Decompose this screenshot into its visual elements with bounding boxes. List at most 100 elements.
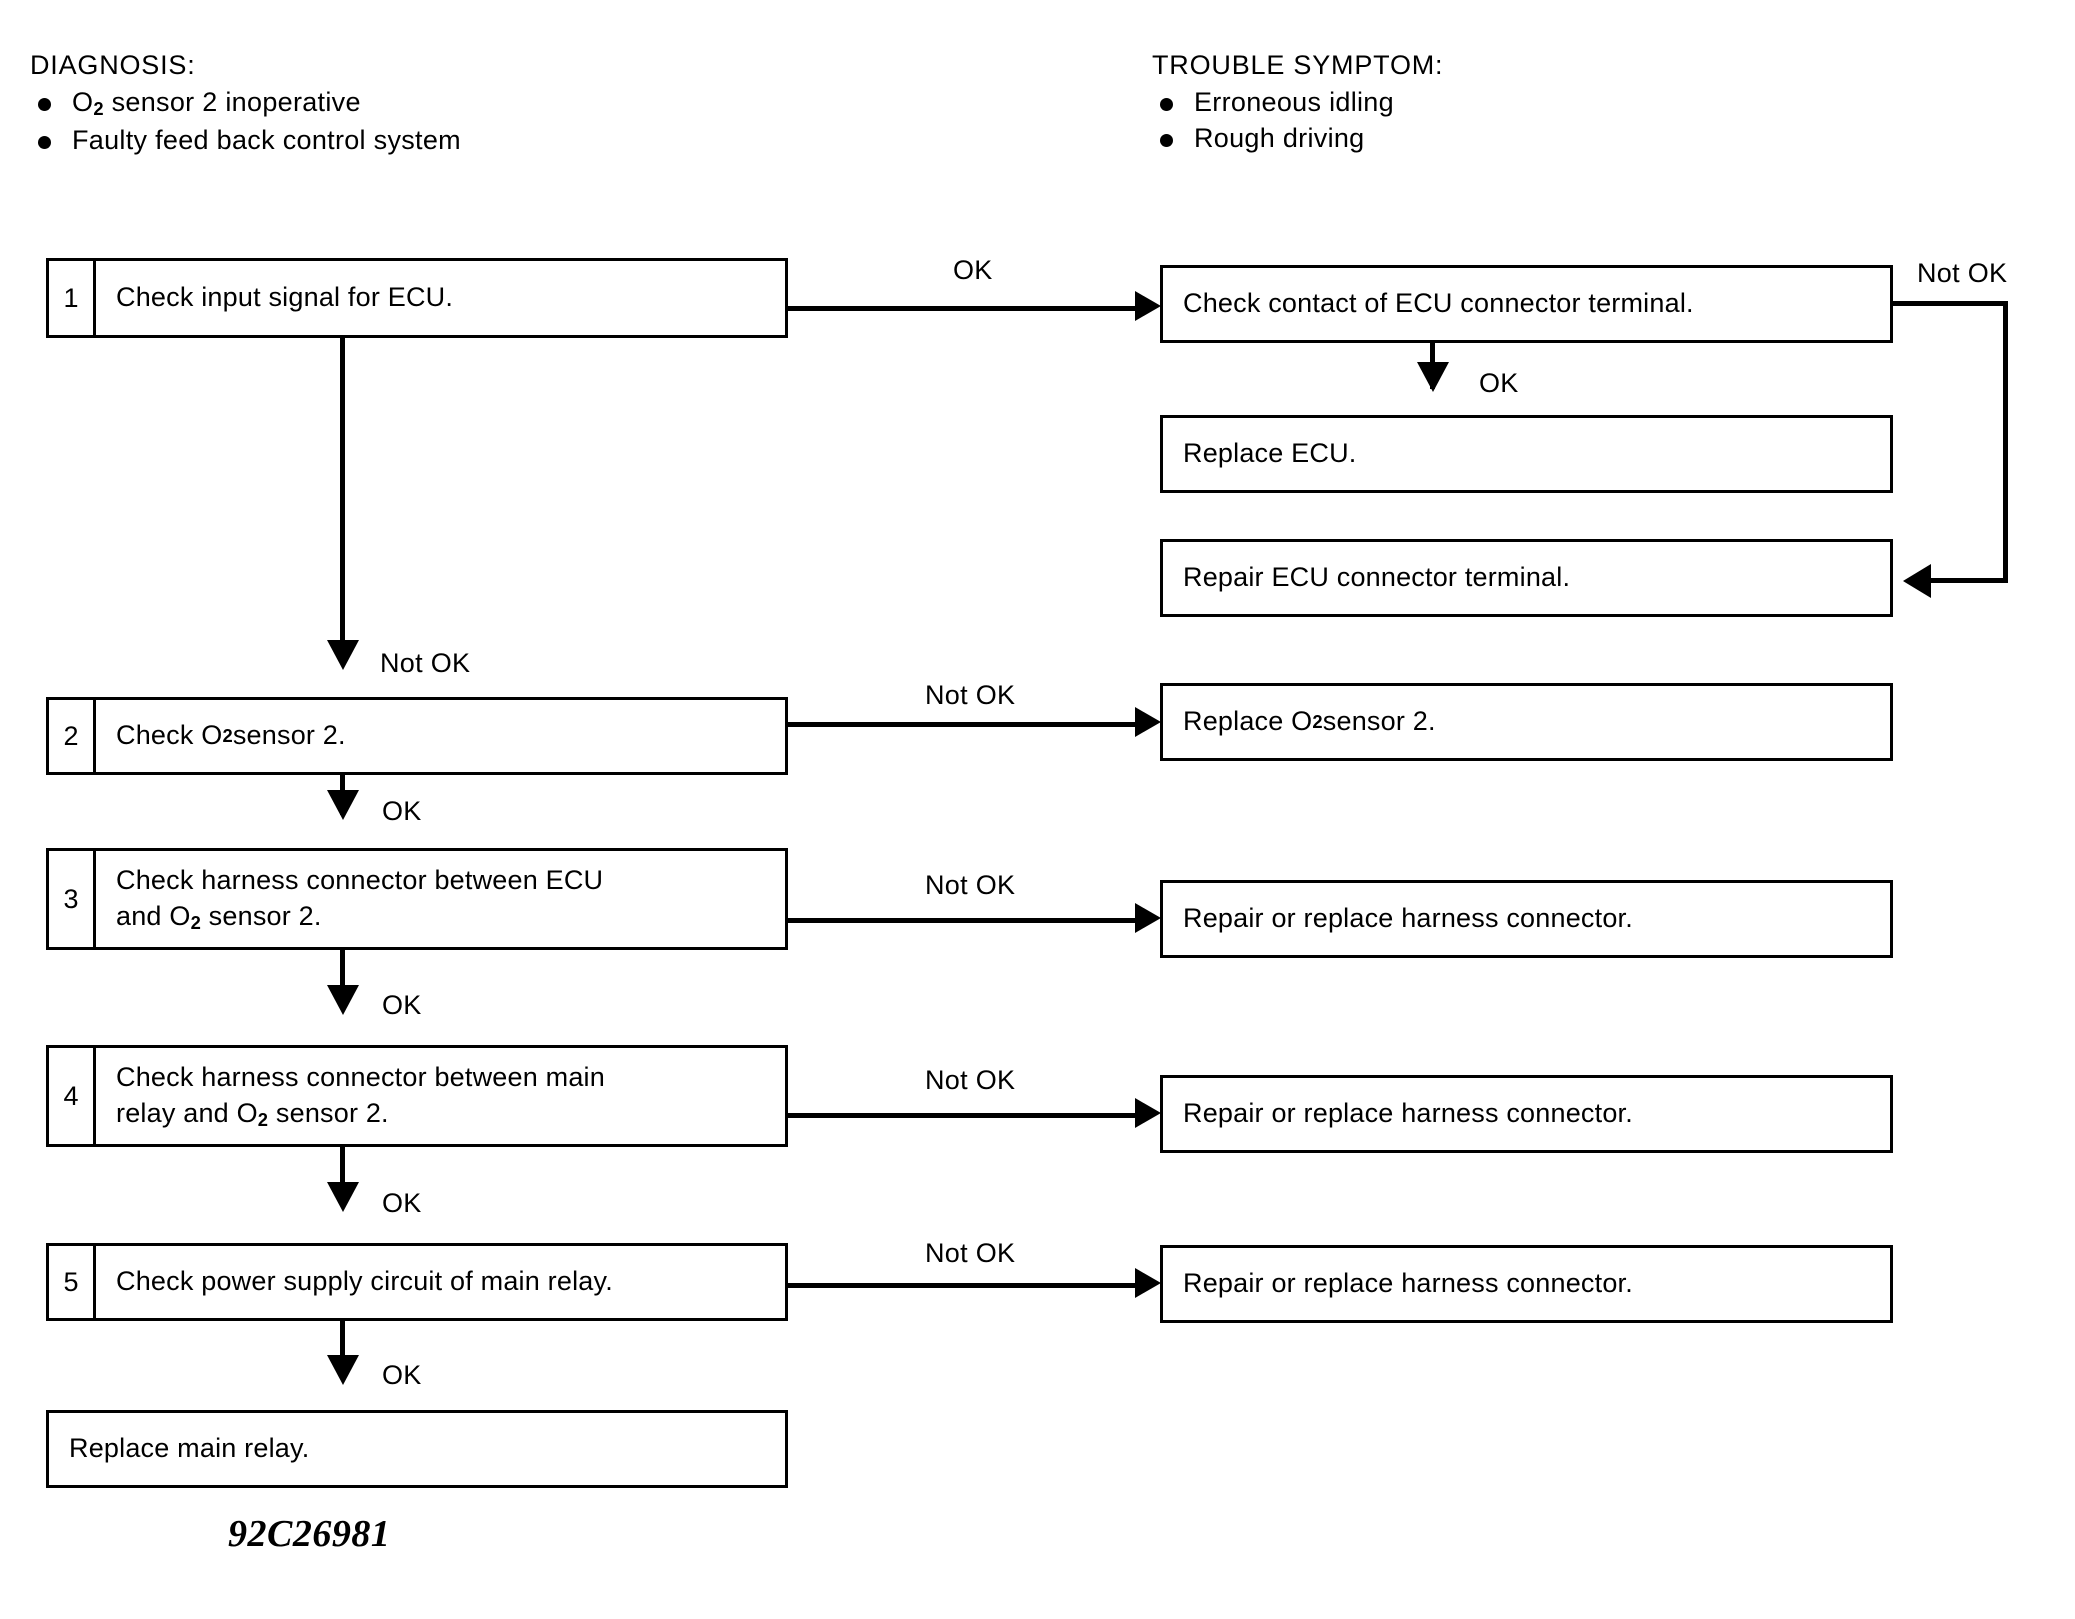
edge-label-step2-ok: OK xyxy=(382,796,422,826)
step-4-text-line1: Check harness connector between main xyxy=(116,1062,605,1093)
step-2-text-post: sensor 2. xyxy=(232,720,346,751)
edge-step3-notok-arrowhead xyxy=(1135,903,1161,933)
diagnosis-item-2-pre: Faulty feed back control system xyxy=(72,125,461,156)
edge-step2-ok-arrowhead xyxy=(327,790,359,820)
bullet-icon xyxy=(38,136,51,150)
replace-ecu-text: Replace ECU. xyxy=(1183,438,1357,469)
edge-label-contact-ok: OK xyxy=(1479,368,1519,398)
trouble-symptom-title: TROUBLE SYMPTOM: xyxy=(1152,50,1444,80)
bullet-icon xyxy=(1160,134,1173,147)
diagnosis-item-1-pre: O xyxy=(72,87,94,117)
edge-step3-ok-arrowhead xyxy=(327,985,359,1015)
edge-label-step4-notok: Not OK xyxy=(925,1065,1016,1095)
step-3-number: 3 xyxy=(49,851,96,947)
step-3-box[interactable]: 3 Check harness connector between ECU an… xyxy=(46,848,788,950)
step-4-box[interactable]: 4 Check harness connector between main r… xyxy=(46,1045,788,1147)
repair-harness-4-text: Repair or replace harness connector. xyxy=(1183,1098,1633,1129)
step-3-text-line2-sub: 2 xyxy=(190,911,201,933)
check-contact-box[interactable]: Check contact of ECU connector terminal. xyxy=(1160,265,1893,343)
replace-o2-sub: 2 xyxy=(1312,710,1323,732)
trouble-symptom-item-1: Erroneous idling xyxy=(1152,89,1443,116)
trouble-symptom-item-2-text: Rough driving xyxy=(1194,123,1365,153)
edge-contact-ok-arrowhead xyxy=(1417,362,1449,392)
edge-label-step1-ok: OK xyxy=(953,255,993,285)
edge-contact-notok-line-vert xyxy=(2003,301,2008,582)
step-4-number: 4 xyxy=(49,1048,96,1144)
edge-step1-notok-arrowhead xyxy=(327,640,359,670)
bullet-icon xyxy=(38,98,51,111)
step-3-text: Check harness connector between ECU and … xyxy=(96,851,785,947)
trouble-symptom-item-1-text: Erroneous idling xyxy=(1194,87,1394,117)
edge-step1-notok-line xyxy=(340,338,345,658)
edge-step2-notok-line xyxy=(788,722,1138,727)
step-1-text: Check input signal for ECU. xyxy=(116,282,454,313)
step-4-text-line2-post: sensor 2. xyxy=(268,1097,389,1128)
diagnosis-item-1: O2 sensor 2 inoperative xyxy=(30,89,461,118)
edge-label-step3-ok: OK xyxy=(382,990,422,1020)
edge-label-step3-notok: Not OK xyxy=(925,870,1016,900)
edge-step4-ok-line xyxy=(340,1147,345,1187)
diagnosis-block: DIAGNOSIS: O2 sensor 2 inoperative Fault… xyxy=(30,52,461,163)
step-2-text-pre: Check O xyxy=(116,720,223,751)
edge-step3-ok-line xyxy=(340,950,345,990)
repair-ecu-terminal-box[interactable]: Repair ECU connector terminal. xyxy=(1160,539,1893,617)
replace-main-relay-box[interactable]: Replace main relay. xyxy=(46,1410,788,1488)
edge-step5-notok-arrowhead xyxy=(1135,1268,1161,1298)
figure-code: 92C26981 xyxy=(228,1513,391,1555)
diagnosis-list: O2 sensor 2 inoperative Faulty feed back… xyxy=(30,89,461,154)
step-4-text: Check harness connector between main rel… xyxy=(96,1048,785,1144)
repair-harness-5-box[interactable]: Repair or replace harness connector. xyxy=(1160,1245,1893,1323)
edge-label-step2-notok: Not OK xyxy=(925,680,1016,710)
edge-step1-ok-line xyxy=(788,306,1138,311)
repair-ecu-terminal-text: Repair ECU connector terminal. xyxy=(1183,562,1571,593)
edge-label-step5-notok: Not OK xyxy=(925,1238,1016,1268)
step-1-box[interactable]: 1 Check input signal for ECU. xyxy=(46,258,788,338)
bullet-icon xyxy=(1160,98,1173,111)
edge-label-step1-notok: Not OK xyxy=(380,648,471,678)
edge-label-step5-ok: OK xyxy=(382,1360,422,1390)
edge-step5-ok-arrowhead xyxy=(327,1355,359,1385)
trouble-symptom-item-2: Rough driving xyxy=(1152,125,1443,152)
replace-main-relay-text: Replace main relay. xyxy=(69,1433,310,1464)
repair-harness-5-text: Repair or replace harness connector. xyxy=(1183,1268,1633,1299)
edge-contact-notok-line-bottom xyxy=(1930,578,2008,583)
edge-contact-notok-arrowhead xyxy=(1903,564,1931,598)
edge-step2-notok-arrowhead xyxy=(1135,707,1161,737)
replace-o2-pre: Replace O xyxy=(1183,706,1313,737)
repair-harness-3-box[interactable]: Repair or replace harness connector. xyxy=(1160,880,1893,958)
step-1-number: 1 xyxy=(49,261,96,335)
diagnosis-item-1-sub: 2 xyxy=(93,98,104,120)
step-4-text-line2-pre: relay and O xyxy=(116,1097,258,1128)
repair-harness-4-box[interactable]: Repair or replace harness connector. xyxy=(1160,1075,1893,1153)
edge-step3-notok-line xyxy=(788,918,1138,923)
step-5-number: 5 xyxy=(49,1246,96,1318)
replace-o2-post: sensor 2. xyxy=(1322,706,1436,737)
step-2-text-sub: 2 xyxy=(222,724,233,746)
step-5-text: Check power supply circuit of main relay… xyxy=(116,1266,613,1297)
edge-step4-notok-line xyxy=(788,1113,1138,1118)
step-3-text-line2-post: sensor 2. xyxy=(200,900,322,931)
diagnosis-item-1-post: sensor 2 inoperative xyxy=(103,87,361,117)
step-5-box[interactable]: 5 Check power supply circuit of main rel… xyxy=(46,1243,788,1321)
check-contact-text: Check contact of ECU connector terminal. xyxy=(1183,288,1694,319)
edge-label-contact-notok: Not OK xyxy=(1917,258,2008,288)
step-2-number: 2 xyxy=(49,700,96,772)
edge-step4-ok-arrowhead xyxy=(327,1182,359,1212)
edge-step4-notok-arrowhead xyxy=(1135,1098,1161,1128)
diagnosis-item-2: Faulty feed back control system xyxy=(30,127,461,154)
step-4-text-line2-sub: 2 xyxy=(257,1108,269,1130)
edge-step1-ok-arrowhead xyxy=(1135,291,1161,321)
step-3-text-line2-pre: and O xyxy=(116,900,191,931)
edge-label-step4-ok: OK xyxy=(382,1188,422,1218)
step-3-text-line1: Check harness connector between ECU xyxy=(116,865,604,896)
trouble-symptom-block: TROUBLE SYMPTOM: Erroneous idling Rough … xyxy=(1152,52,1443,161)
edge-contact-notok-line-top xyxy=(1890,301,2008,306)
repair-harness-3-text: Repair or replace harness connector. xyxy=(1183,903,1633,934)
replace-ecu-box[interactable]: Replace ECU. xyxy=(1160,415,1893,493)
edge-step5-notok-line xyxy=(788,1283,1138,1288)
